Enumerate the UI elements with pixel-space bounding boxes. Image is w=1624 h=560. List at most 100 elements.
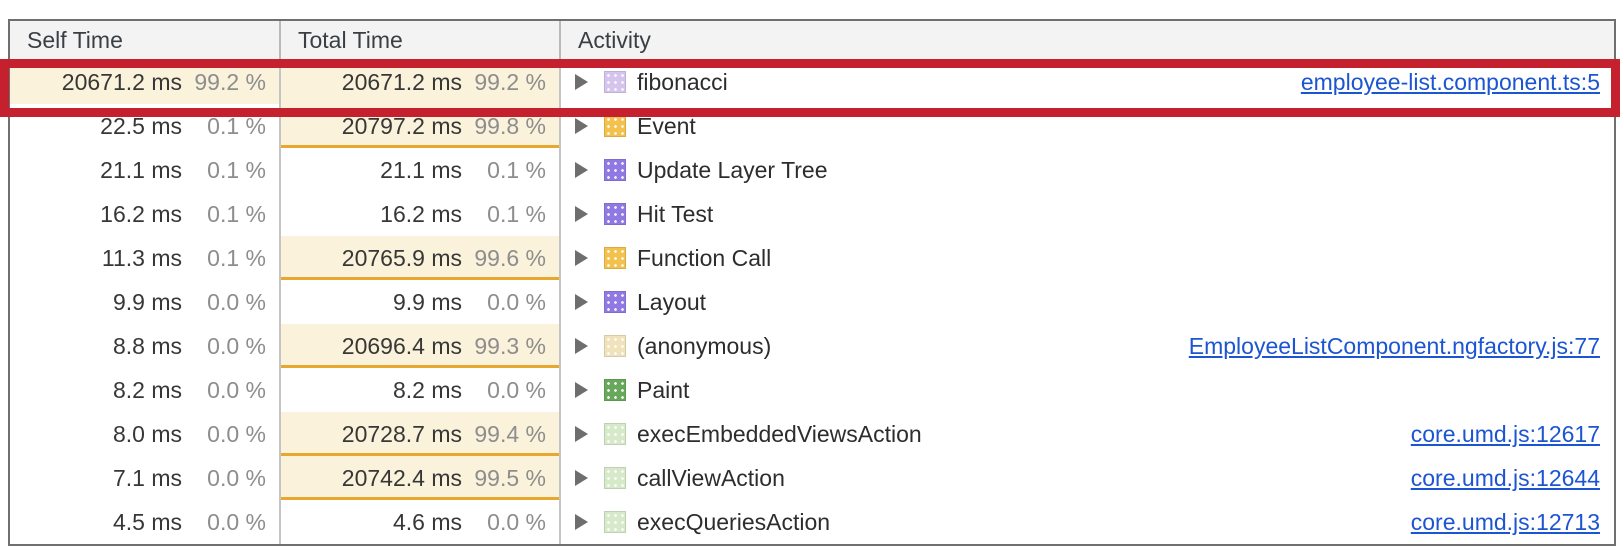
expand-arrow-icon[interactable] xyxy=(575,118,588,134)
rendering-icon xyxy=(604,291,626,313)
activity-cell: Layout xyxy=(561,280,1614,324)
activity-label: Event xyxy=(637,112,696,139)
total-time-value: 21.1 ms xyxy=(380,156,462,183)
activity-cell: Update Layer Tree xyxy=(561,148,1614,192)
total-time-cell: 20742.4 ms 99.5 % xyxy=(281,456,561,500)
table-row[interactable]: 21.1 ms 0.1 % 21.1 ms 0.1 % Update Layer… xyxy=(10,148,1614,192)
activity-label: Paint xyxy=(637,376,690,403)
js-frame-icon xyxy=(604,71,626,93)
table-row[interactable]: 20671.2 ms 99.2 % 20671.2 ms 99.2 % fibo… xyxy=(10,60,1614,104)
table-row[interactable]: 8.0 ms 0.0 % 20728.7 ms 99.4 % execEmbed… xyxy=(10,412,1614,456)
activity-cell: Function Call xyxy=(561,236,1614,280)
total-time-cell: 20797.2 ms 99.8 % xyxy=(281,104,561,148)
total-time-cell: 20765.9 ms 99.6 % xyxy=(281,236,561,280)
total-time-value: 20797.2 ms xyxy=(341,112,462,139)
painting-icon xyxy=(604,379,626,401)
table-row[interactable]: 16.2 ms 0.1 % 16.2 ms 0.1 % Hit Test xyxy=(10,192,1614,236)
expand-arrow-icon[interactable] xyxy=(575,514,588,530)
table-row[interactable]: 4.5 ms 0.0 % 4.6 ms 0.0 % execQueriesAct… xyxy=(10,500,1614,544)
table-body: 20671.2 ms 99.2 % 20671.2 ms 99.2 % fibo… xyxy=(10,60,1614,544)
total-time-percent: 99.3 % xyxy=(474,332,546,359)
table-row[interactable]: 22.5 ms 0.1 % 20797.2 ms 99.8 % Event xyxy=(10,104,1614,148)
total-time-value: 20696.4 ms xyxy=(341,332,462,359)
self-time-cell: 22.5 ms 0.1 % xyxy=(10,104,281,148)
total-time-value: 4.6 ms xyxy=(392,508,462,535)
column-header-self-time[interactable]: Self Time xyxy=(10,21,281,60)
activity-label: execQueriesAction xyxy=(637,508,831,535)
total-time-cell: 8.2 ms 0.0 % xyxy=(281,368,561,412)
activity-cell: Hit Test xyxy=(561,192,1614,236)
self-time-percent: 0.1 % xyxy=(207,244,266,271)
self-time-value: 22.5 ms xyxy=(100,112,182,139)
total-time-cell: 4.6 ms 0.0 % xyxy=(281,500,561,544)
self-time-value: 4.5 ms xyxy=(112,508,182,535)
self-time-value: 20671.2 ms xyxy=(61,68,182,95)
total-time-cell: 20671.2 ms 99.2 % xyxy=(281,60,561,104)
expand-arrow-icon[interactable] xyxy=(575,162,588,178)
activity-label: callViewAction xyxy=(637,464,785,491)
expand-arrow-icon[interactable] xyxy=(575,470,588,486)
activity-cell: execQueriesAction core.umd.js:12713 xyxy=(561,500,1614,544)
scripting-icon xyxy=(604,247,626,269)
total-time-value: 20765.9 ms xyxy=(341,244,462,271)
source-location-link[interactable]: employee-list.component.ts:5 xyxy=(1300,68,1600,95)
event-icon xyxy=(604,115,626,137)
self-time-value: 21.1 ms xyxy=(100,156,182,183)
anonymous-function-icon xyxy=(604,335,626,357)
total-time-value: 20728.7 ms xyxy=(341,420,462,447)
expand-arrow-icon[interactable] xyxy=(575,426,588,442)
activity-cell: fibonacci employee-list.component.ts:5 xyxy=(561,60,1614,104)
self-time-cell: 20671.2 ms 99.2 % xyxy=(10,60,281,104)
activity-label: Layout xyxy=(637,288,707,315)
js-frame-icon xyxy=(604,423,626,445)
table-row[interactable]: 7.1 ms 0.0 % 20742.4 ms 99.5 % callViewA… xyxy=(10,456,1614,500)
total-time-percent: 99.4 % xyxy=(474,420,546,447)
activity-cell: (anonymous) EmployeeListComponent.ngfact… xyxy=(561,324,1614,368)
expand-arrow-icon[interactable] xyxy=(575,338,588,354)
total-time-value: 16.2 ms xyxy=(380,200,462,227)
table-row[interactable]: 9.9 ms 0.0 % 9.9 ms 0.0 % Layout xyxy=(10,280,1614,324)
expand-arrow-icon[interactable] xyxy=(575,206,588,222)
self-time-percent: 0.0 % xyxy=(207,288,266,315)
rendering-icon xyxy=(604,203,626,225)
self-time-value: 9.9 ms xyxy=(112,288,182,315)
self-time-cell: 11.3 ms 0.1 % xyxy=(10,236,281,280)
source-location-link[interactable]: EmployeeListComponent.ngfactory.js:77 xyxy=(1188,332,1600,359)
source-location-link[interactable]: core.umd.js:12644 xyxy=(1410,464,1600,491)
js-frame-icon xyxy=(604,467,626,489)
self-time-cell: 8.8 ms 0.0 % xyxy=(10,324,281,368)
expand-arrow-icon[interactable] xyxy=(575,294,588,310)
table-row[interactable]: 8.8 ms 0.0 % 20696.4 ms 99.3 % (anonymou… xyxy=(10,324,1614,368)
activity-label: fibonacci xyxy=(637,68,728,95)
self-time-percent: 0.1 % xyxy=(207,156,266,183)
table-row[interactable]: 11.3 ms 0.1 % 20765.9 ms 99.6 % Function… xyxy=(10,236,1614,280)
self-time-cell: 8.0 ms 0.0 % xyxy=(10,412,281,456)
source-location-link[interactable]: core.umd.js:12617 xyxy=(1410,420,1600,447)
total-time-value: 20742.4 ms xyxy=(341,464,462,491)
table-row[interactable]: 8.2 ms 0.0 % 8.2 ms 0.0 % Paint xyxy=(10,368,1614,412)
self-time-value: 8.0 ms xyxy=(112,420,182,447)
expand-arrow-icon[interactable] xyxy=(575,382,588,398)
js-frame-icon xyxy=(604,511,626,533)
expand-arrow-icon[interactable] xyxy=(575,74,588,90)
activity-label: Function Call xyxy=(637,244,772,271)
column-header-activity[interactable]: Activity xyxy=(578,27,651,53)
self-time-percent: 0.1 % xyxy=(207,200,266,227)
total-time-cell: 20728.7 ms 99.4 % xyxy=(281,412,561,456)
column-header-total-time[interactable]: Total Time xyxy=(281,21,561,60)
self-time-cell: 9.9 ms 0.0 % xyxy=(10,280,281,324)
performance-bottom-up-table: Self Time Total Time Activity 20671.2 ms… xyxy=(8,19,1616,546)
expand-arrow-icon[interactable] xyxy=(575,250,588,266)
total-time-percent: 99.5 % xyxy=(474,464,546,491)
source-location-link[interactable]: core.umd.js:12713 xyxy=(1410,508,1600,535)
total-time-percent: 99.8 % xyxy=(474,112,546,139)
total-time-percent: 99.2 % xyxy=(474,68,546,95)
self-time-value: 7.1 ms xyxy=(112,464,182,491)
activity-label: execEmbeddedViewsAction xyxy=(637,420,922,447)
total-time-cell: 20696.4 ms 99.3 % xyxy=(281,324,561,368)
total-time-percent: 0.0 % xyxy=(487,508,546,535)
total-time-percent: 0.0 % xyxy=(487,288,546,315)
total-time-cell: 9.9 ms 0.0 % xyxy=(281,280,561,324)
activity-cell: Event xyxy=(561,104,1614,148)
self-time-percent: 99.2 % xyxy=(194,68,266,95)
